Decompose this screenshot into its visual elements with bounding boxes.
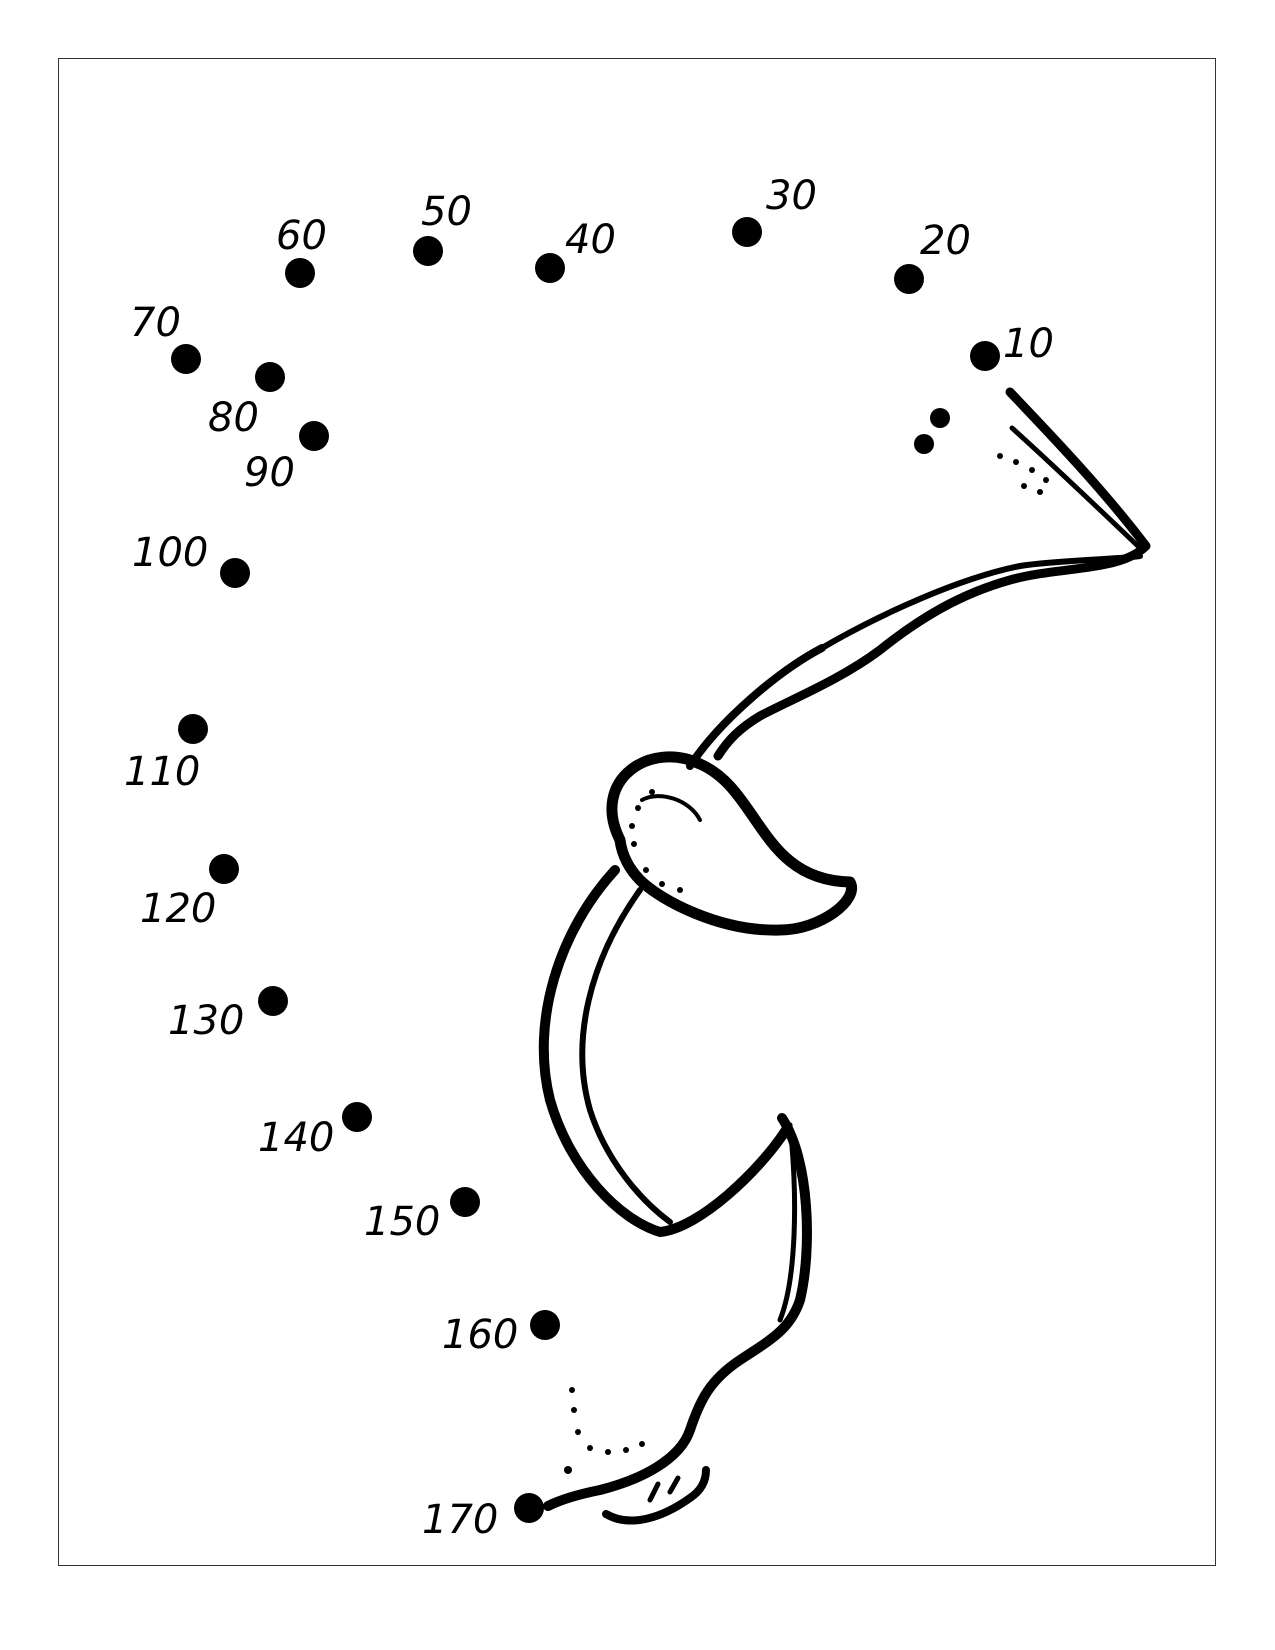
svg-text:170: 170	[422, 1497, 498, 1543]
dot-30[interactable]: 30	[732, 173, 817, 247]
dot-120[interactable]: 120	[140, 854, 239, 932]
svg-text:160: 160	[442, 1312, 518, 1358]
svg-text:10: 10	[1003, 321, 1054, 367]
dot-130[interactable]: 130	[168, 986, 288, 1044]
dot-170[interactable]: 170	[422, 1493, 544, 1543]
dot-90[interactable]: 90	[244, 421, 329, 496]
svg-text:140: 140	[258, 1115, 334, 1161]
dot-150[interactable]: 150	[364, 1187, 480, 1245]
svg-text:110: 110	[124, 749, 200, 795]
dot-60[interactable]: 60	[276, 213, 327, 288]
svg-text:20: 20	[920, 218, 971, 264]
svg-text:100: 100	[132, 530, 208, 576]
dot-140[interactable]: 140	[258, 1102, 372, 1161]
svg-text:120: 120	[140, 886, 216, 932]
svg-text:150: 150	[364, 1199, 440, 1245]
dot-70[interactable]: 70	[130, 300, 201, 374]
svg-text:40: 40	[565, 217, 616, 263]
svg-text:130: 130	[168, 998, 244, 1044]
svg-text:90: 90	[244, 450, 295, 496]
dot-110[interactable]: 110	[124, 714, 208, 795]
dot-100[interactable]: 100	[132, 530, 250, 588]
dot-50[interactable]: 50	[413, 189, 472, 266]
svg-text:50: 50	[421, 189, 472, 235]
dashed-accents	[564, 408, 1049, 1474]
dot-160[interactable]: 160	[442, 1310, 560, 1358]
outline-drawing	[538, 387, 1151, 1525]
dot-10[interactable]: 10	[970, 321, 1054, 371]
svg-text:30: 30	[766, 173, 817, 219]
svg-text:60: 60	[276, 213, 327, 259]
dot-40[interactable]: 40	[535, 217, 616, 283]
numbered-dots: 10 20 30 40 50 60 70 80	[124, 173, 1054, 1543]
dot-20[interactable]: 20	[894, 218, 971, 294]
dot-80[interactable]: 80	[208, 362, 285, 441]
svg-text:80: 80	[208, 395, 259, 441]
page-border	[58, 58, 1216, 1566]
svg-text:70: 70	[130, 300, 181, 346]
